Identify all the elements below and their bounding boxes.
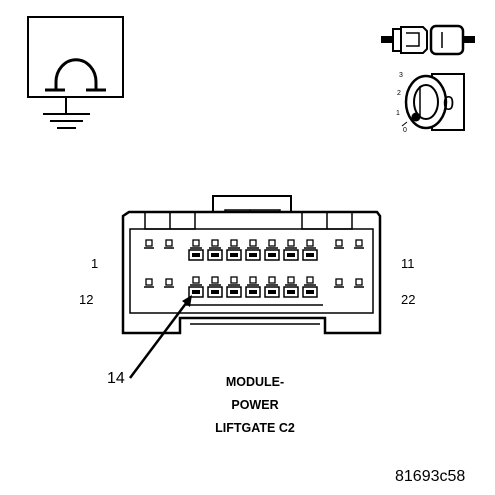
pin-cavity [188,276,204,298]
figure-code: 81693c58 [395,468,466,485]
connector-title-line-3: LIFTGATE C2 [215,421,295,435]
pin-cavity [226,239,242,261]
pin-cavity [207,239,223,261]
pin-terminal [354,239,364,249]
pin-cavity [264,239,280,261]
pin-label-12: 12 [79,292,94,307]
pin-cavity [207,276,223,298]
pin-label-11: 11 [401,256,415,271]
pin-cavities [144,239,364,298]
ignition-position-0: 0 [403,127,407,134]
ground-symbol-icon [27,16,124,129]
key-position-label: 0 [443,93,455,115]
connector-title-line-2: POWER [231,398,279,412]
pin-terminal [354,278,364,288]
ignition-key-icon [401,73,465,131]
ignition-position-3: 3 [399,72,403,79]
pin-cavity [302,276,318,298]
ignition-position-2: 2 [397,90,401,97]
pin-terminal [334,278,344,288]
pin-terminal [164,278,174,288]
connector-plug-icon [381,24,475,56]
pin-cavity [226,276,242,298]
pin-cavity [245,239,261,261]
pin-label-1: 1 [91,256,99,271]
pin-terminal [164,239,174,249]
pin-cavity [245,276,261,298]
pin-terminal [334,239,344,249]
pin-cavity [264,276,280,298]
callout-label-14: 14 [107,370,125,387]
pin-cavity [283,239,299,261]
pin-cavity [283,276,299,298]
pin-terminal [144,278,154,288]
ignition-position-1: 1 [396,110,400,117]
pin-cavity [188,239,204,261]
connector-title-line-1: MODULE- [225,375,285,389]
pin-terminal [144,239,154,249]
pin-label-22: 22 [401,292,416,307]
pin-cavity [302,239,318,261]
